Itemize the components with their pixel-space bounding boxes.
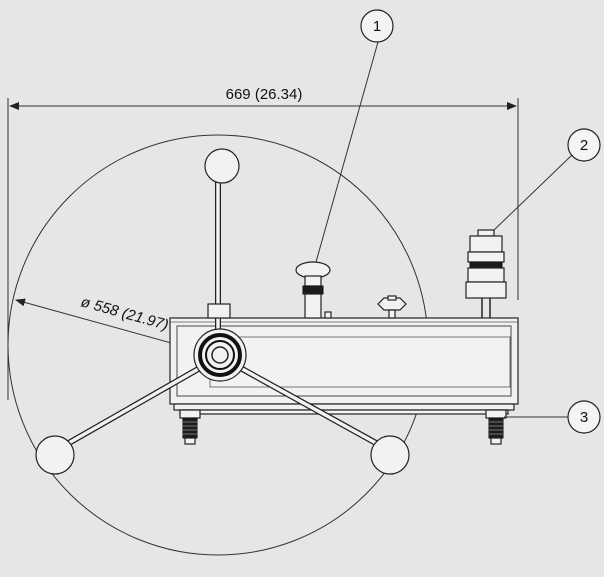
connection-fitting <box>465 229 507 318</box>
foot-right <box>485 409 507 445</box>
callout-2-label: 2 <box>580 137 588 154</box>
valve-knob <box>377 295 407 319</box>
callout-leader-1 <box>315 41 379 263</box>
foot-left <box>179 409 201 445</box>
callout-1: 1 <box>360 9 394 43</box>
handwheel <box>35 148 410 475</box>
handwheel-knob-left <box>35 435 75 475</box>
knob-ring <box>302 285 324 295</box>
pressure-knob <box>295 261 332 319</box>
callout-leader-2 <box>493 154 573 231</box>
handwheel-knob-right <box>370 435 410 475</box>
callout-3-label: 3 <box>580 409 588 426</box>
handwheel-knob-top <box>204 148 240 184</box>
callout-1-label: 1 <box>373 18 381 35</box>
callout-3: 3 <box>567 400 601 434</box>
callout-2: 2 <box>567 128 601 162</box>
hub-mount-tab <box>207 303 231 319</box>
housing-panel <box>176 325 512 397</box>
width-dimension-label: 669 (26.34) <box>226 86 303 103</box>
diameter-dimension-label: ø 558 (21.97) <box>79 293 170 333</box>
base-plate <box>173 403 515 411</box>
base-foot-strip <box>179 409 509 415</box>
